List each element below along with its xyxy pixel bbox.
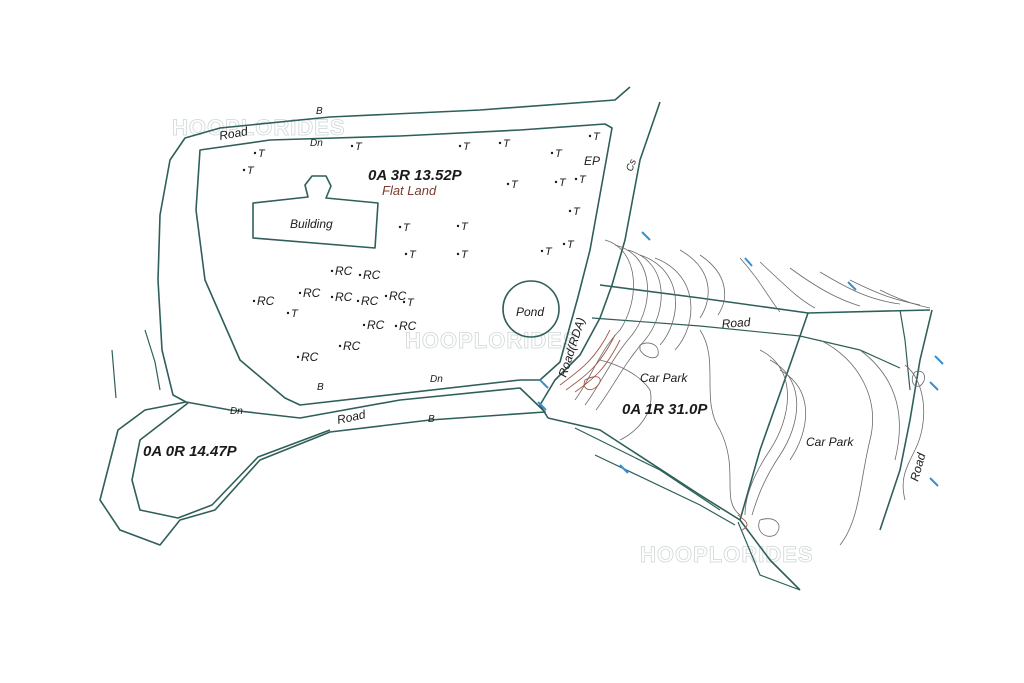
rc-marker-label: RC [389,289,407,303]
tree-marker-label: T [409,249,417,261]
tree-marker-label: T [247,165,255,177]
north-parcel-area: 0A 3R 13.52P [368,167,463,184]
tree-marker-dot [242,168,246,172]
rc-marker-label: RC [303,286,321,300]
rc-marker-dot [358,273,362,277]
survey-ticks [537,231,944,487]
tree-marker-dot [574,177,578,181]
rc-marker-label: RC [257,294,275,308]
road-label-south: Road [336,407,367,427]
tree-marker-dot [506,182,510,186]
tree-marker-dot [456,224,460,228]
tree-marker-dot [498,141,502,145]
contour-lines [574,239,931,546]
road-corridor-west [111,86,631,403]
rc-marker-dot [330,295,334,299]
tree-marker-dot [404,252,408,256]
b-mark-north: B [316,106,323,117]
tree-marker-label: T [555,148,563,160]
tree-marker-label: T [403,222,411,234]
rc-marker-label: RC [301,350,319,364]
rc-marker-dot [298,291,302,295]
tree-marker-label: T [511,179,519,191]
road-label-east: Road [721,315,751,331]
building-label: Building [290,217,333,231]
dn-mark-mid: Dn [430,374,443,385]
tree-marker-label: T [579,174,587,186]
b-mark-mid: B [317,382,324,393]
tree-marker-dot [554,180,558,184]
flat-land-label: Flat Land [382,183,437,198]
tree-marker-label: T [407,297,415,309]
tree-marker-label: T [573,206,581,218]
pond: Pond [502,280,560,338]
tree-marker-dot [350,144,354,148]
rc-markers: RC RC RC RC RC RC RC RC RC RC RC [252,264,417,364]
south-west-inner-boundary [131,402,331,519]
tree-marker-label: T [545,246,553,258]
rc-marker-label: RC [361,294,379,308]
rc-marker-label: RC [399,319,417,333]
ep-label: EP [584,154,600,168]
rc-marker-dot [252,299,256,303]
dn-mark-north: Dn [310,138,323,149]
rc-marker-label: RC [363,268,381,282]
tree-marker-dot [550,151,554,155]
rc-marker-dot [384,294,388,298]
slope-contours [559,329,748,531]
south-west-parcel-boundary [99,387,546,546]
tree-marker-dot [458,144,462,148]
tree-marker-dot [456,252,460,256]
tree-marker-label: T [291,308,299,320]
building: Building [252,175,379,249]
dn-mark-west: Dn [230,406,243,417]
rc-marker-label: RC [343,339,361,353]
tree-marker-label: T [503,138,511,150]
rc-marker-label: RC [367,318,385,332]
tree-marker-dot [398,225,402,229]
watermark-middle: HOOPLORIDES [405,328,579,353]
rc-marker-dot [330,269,334,273]
watermark-bottom: HOOPLORIDES [640,542,814,567]
tree-marker-label: T [463,141,471,153]
east-parcel-lines [539,101,933,591]
tree-marker-label: T [461,249,469,261]
tree-marker-label: T [461,221,469,233]
tree-marker-dot [402,300,406,304]
tree-marker-label: T [593,131,601,143]
south-west-parcel-area: 0A 0R 14.47P [143,443,238,460]
road-label-far-east: Road [907,451,928,483]
tree-marker-dot [568,209,572,213]
car-park-label-2: Car Park [806,435,854,449]
rc-marker-dot [356,299,360,303]
tree-marker-label: T [258,148,266,160]
tree-marker-dot [253,151,257,155]
rc-marker-label: RC [335,264,353,278]
road-label-northwest: Road [218,124,249,143]
car-park-label-1: Car Park [640,371,688,385]
tree-marker-dot [562,242,566,246]
east-parcel-area: 0A 1R 31.0P [622,401,708,418]
tree-marker-label: T [355,141,363,153]
pond-label: Pond [516,305,544,319]
north-parcel-boundary [195,123,613,406]
b-mark-south: B [428,414,435,425]
rc-marker-dot [362,323,366,327]
rc-marker-dot [394,324,398,328]
rc-marker-dot [296,355,300,359]
tree-marker-dot [588,134,592,138]
tree-marker-label: T [567,239,575,251]
tree-marker-label: T [559,177,567,189]
rc-marker-label: RC [335,290,353,304]
rc-marker-dot [338,344,342,348]
tree-marker-dot [540,249,544,253]
cs-mark: Cs [624,158,639,173]
tree-marker-dot [286,311,290,315]
